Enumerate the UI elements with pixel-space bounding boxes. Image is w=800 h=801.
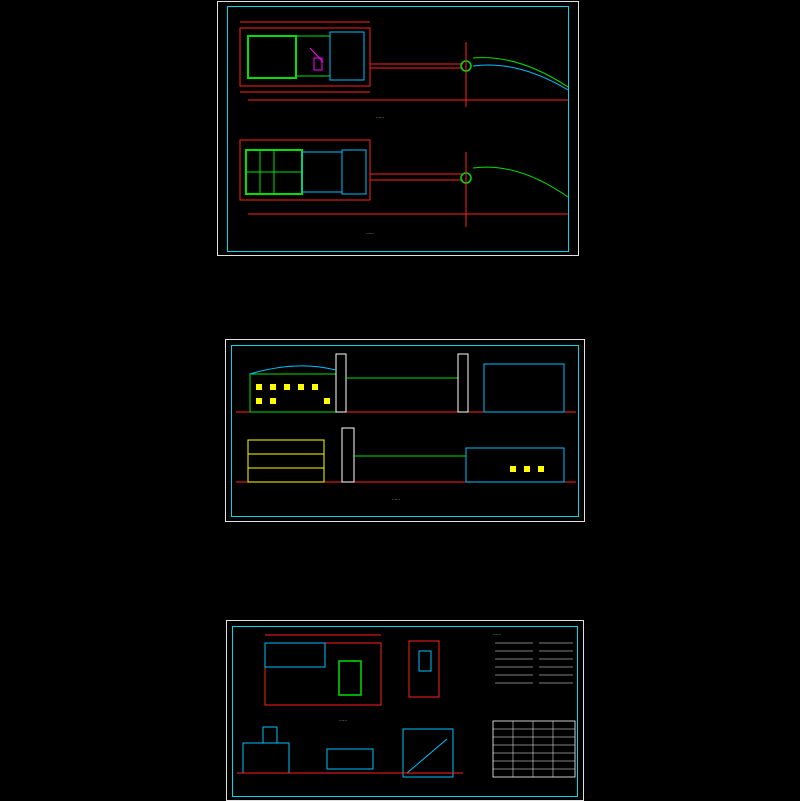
notes-title: …… <box>493 631 501 636</box>
detail-plan-title: …… <box>339 717 347 722</box>
detail-elevations <box>237 726 463 778</box>
upper-floor-plan: …… <box>239 21 569 119</box>
detail-sheet: …… …… <box>226 620 584 801</box>
sheet-border <box>227 6 569 252</box>
elevation-drawings: …… <box>236 353 576 501</box>
plan-drawings: …… …… <box>239 21 569 235</box>
notes-block: …… <box>493 631 573 684</box>
door-window-table <box>492 720 576 778</box>
sheet-border <box>231 345 579 517</box>
detail-section-small <box>408 640 440 698</box>
detail-drawings: …… …… <box>237 631 576 778</box>
elevation-lower: …… <box>236 427 576 501</box>
detail-plan: …… <box>264 634 382 722</box>
elevation-title: …… <box>392 496 400 501</box>
elevation-sheet: …… <box>225 339 585 522</box>
lower-floor-plan: …… <box>239 139 569 235</box>
lower-plan-title: …… <box>366 230 374 235</box>
sheet-border <box>232 626 578 797</box>
site-plan-sheet: …… …… <box>217 1 579 256</box>
upper-plan-title: …… <box>376 114 384 119</box>
elevation-upper <box>236 353 576 413</box>
